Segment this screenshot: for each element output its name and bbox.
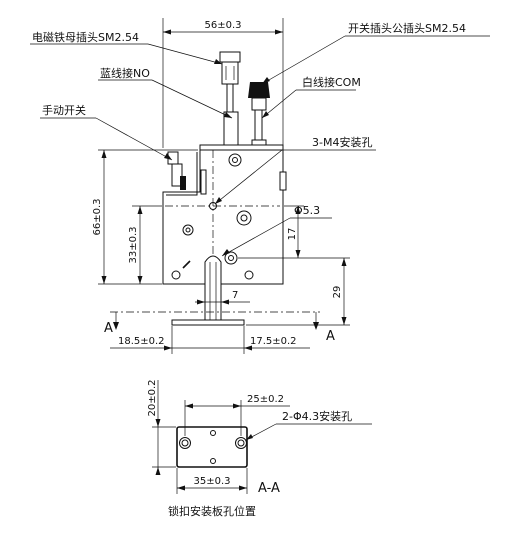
leader-manual-switch: 手动开关 bbox=[40, 103, 173, 161]
label-blue-wire: 蓝线接NO bbox=[100, 66, 150, 80]
dimension-top-width: 56±0.3 bbox=[162, 18, 284, 148]
leader-white-wire: 白线接COM bbox=[261, 75, 361, 119]
dimension-plate-width: 35±0.3 bbox=[176, 468, 248, 494]
switch-connector bbox=[248, 82, 270, 147]
label-mount-holes: 3-M4安装孔 bbox=[312, 135, 372, 149]
label-manual-switch: 手动开关 bbox=[42, 103, 86, 117]
section-marker-left: A bbox=[104, 321, 113, 336]
dimension-29: 29 bbox=[246, 257, 350, 326]
dimension-bottom-offsets: 18.5±0.2 17.5±0.2 bbox=[110, 326, 310, 354]
dimension-height-total: 66±0.3 bbox=[92, 149, 198, 285]
dim-height-half-text: 33±0.3 bbox=[128, 226, 139, 263]
dim-29-text: 29 bbox=[332, 286, 343, 299]
dim-7-text: 7 bbox=[232, 290, 238, 301]
dim-left-offset-text: 18.5±0.2 bbox=[118, 336, 165, 347]
dimension-17: 17 bbox=[238, 205, 304, 259]
section-marker-right: A bbox=[326, 329, 335, 344]
caption: 锁扣安装板孔位置 bbox=[168, 504, 256, 518]
dimension-plate-hole-spacing: 25±0.2 bbox=[184, 394, 290, 436]
dim-17-text: 17 bbox=[287, 228, 298, 241]
latch-plunger bbox=[171, 255, 245, 326]
dim-height-total-text: 66±0.3 bbox=[92, 198, 103, 235]
dim-right-offset-text: 17.5±0.2 bbox=[250, 336, 297, 347]
section-title: A-A bbox=[258, 481, 280, 496]
mounting-plate bbox=[176, 426, 248, 468]
section-line: A A bbox=[104, 311, 335, 344]
dim-plate-height-text: 20±0.2 bbox=[147, 379, 158, 416]
dimension-plate-height: 20±0.2 bbox=[147, 379, 176, 475]
dim-plate-width-text: 35±0.3 bbox=[193, 476, 230, 487]
manual-switch bbox=[167, 151, 186, 190]
label-plate-holes: 2-Φ4.3安装孔 bbox=[282, 409, 352, 423]
solenoid-connector bbox=[219, 51, 241, 147]
dimension-7: 7 bbox=[195, 290, 250, 306]
leader-mount-holes: 3-M4安装孔 bbox=[214, 135, 376, 205]
label-white-wire: 白线接COM bbox=[302, 75, 361, 89]
label-solenoid-plug: 电磁铁母插头SM2.54 bbox=[32, 30, 139, 44]
label-switch-plug: 开关插头公插头SM2.54 bbox=[348, 21, 466, 35]
dimension-height-half: 33±0.3 bbox=[128, 205, 162, 284]
dim-top-width-text: 56±0.3 bbox=[204, 20, 241, 31]
leader-blue-wire: 蓝线接NO bbox=[98, 66, 233, 119]
leader-solenoid-plug: 电磁铁母插头SM2.54 bbox=[30, 30, 223, 65]
leader-hole-dia: Φ5.3 bbox=[221, 204, 332, 257]
leader-switch-plug: 开关插头公插头SM2.54 bbox=[261, 21, 490, 85]
label-hole-dia: Φ5.3 bbox=[294, 204, 320, 217]
leader-plate-holes: 2-Φ4.3安装孔 bbox=[245, 409, 372, 441]
dim-plate-hole-spacing-text: 25±0.2 bbox=[247, 394, 284, 405]
